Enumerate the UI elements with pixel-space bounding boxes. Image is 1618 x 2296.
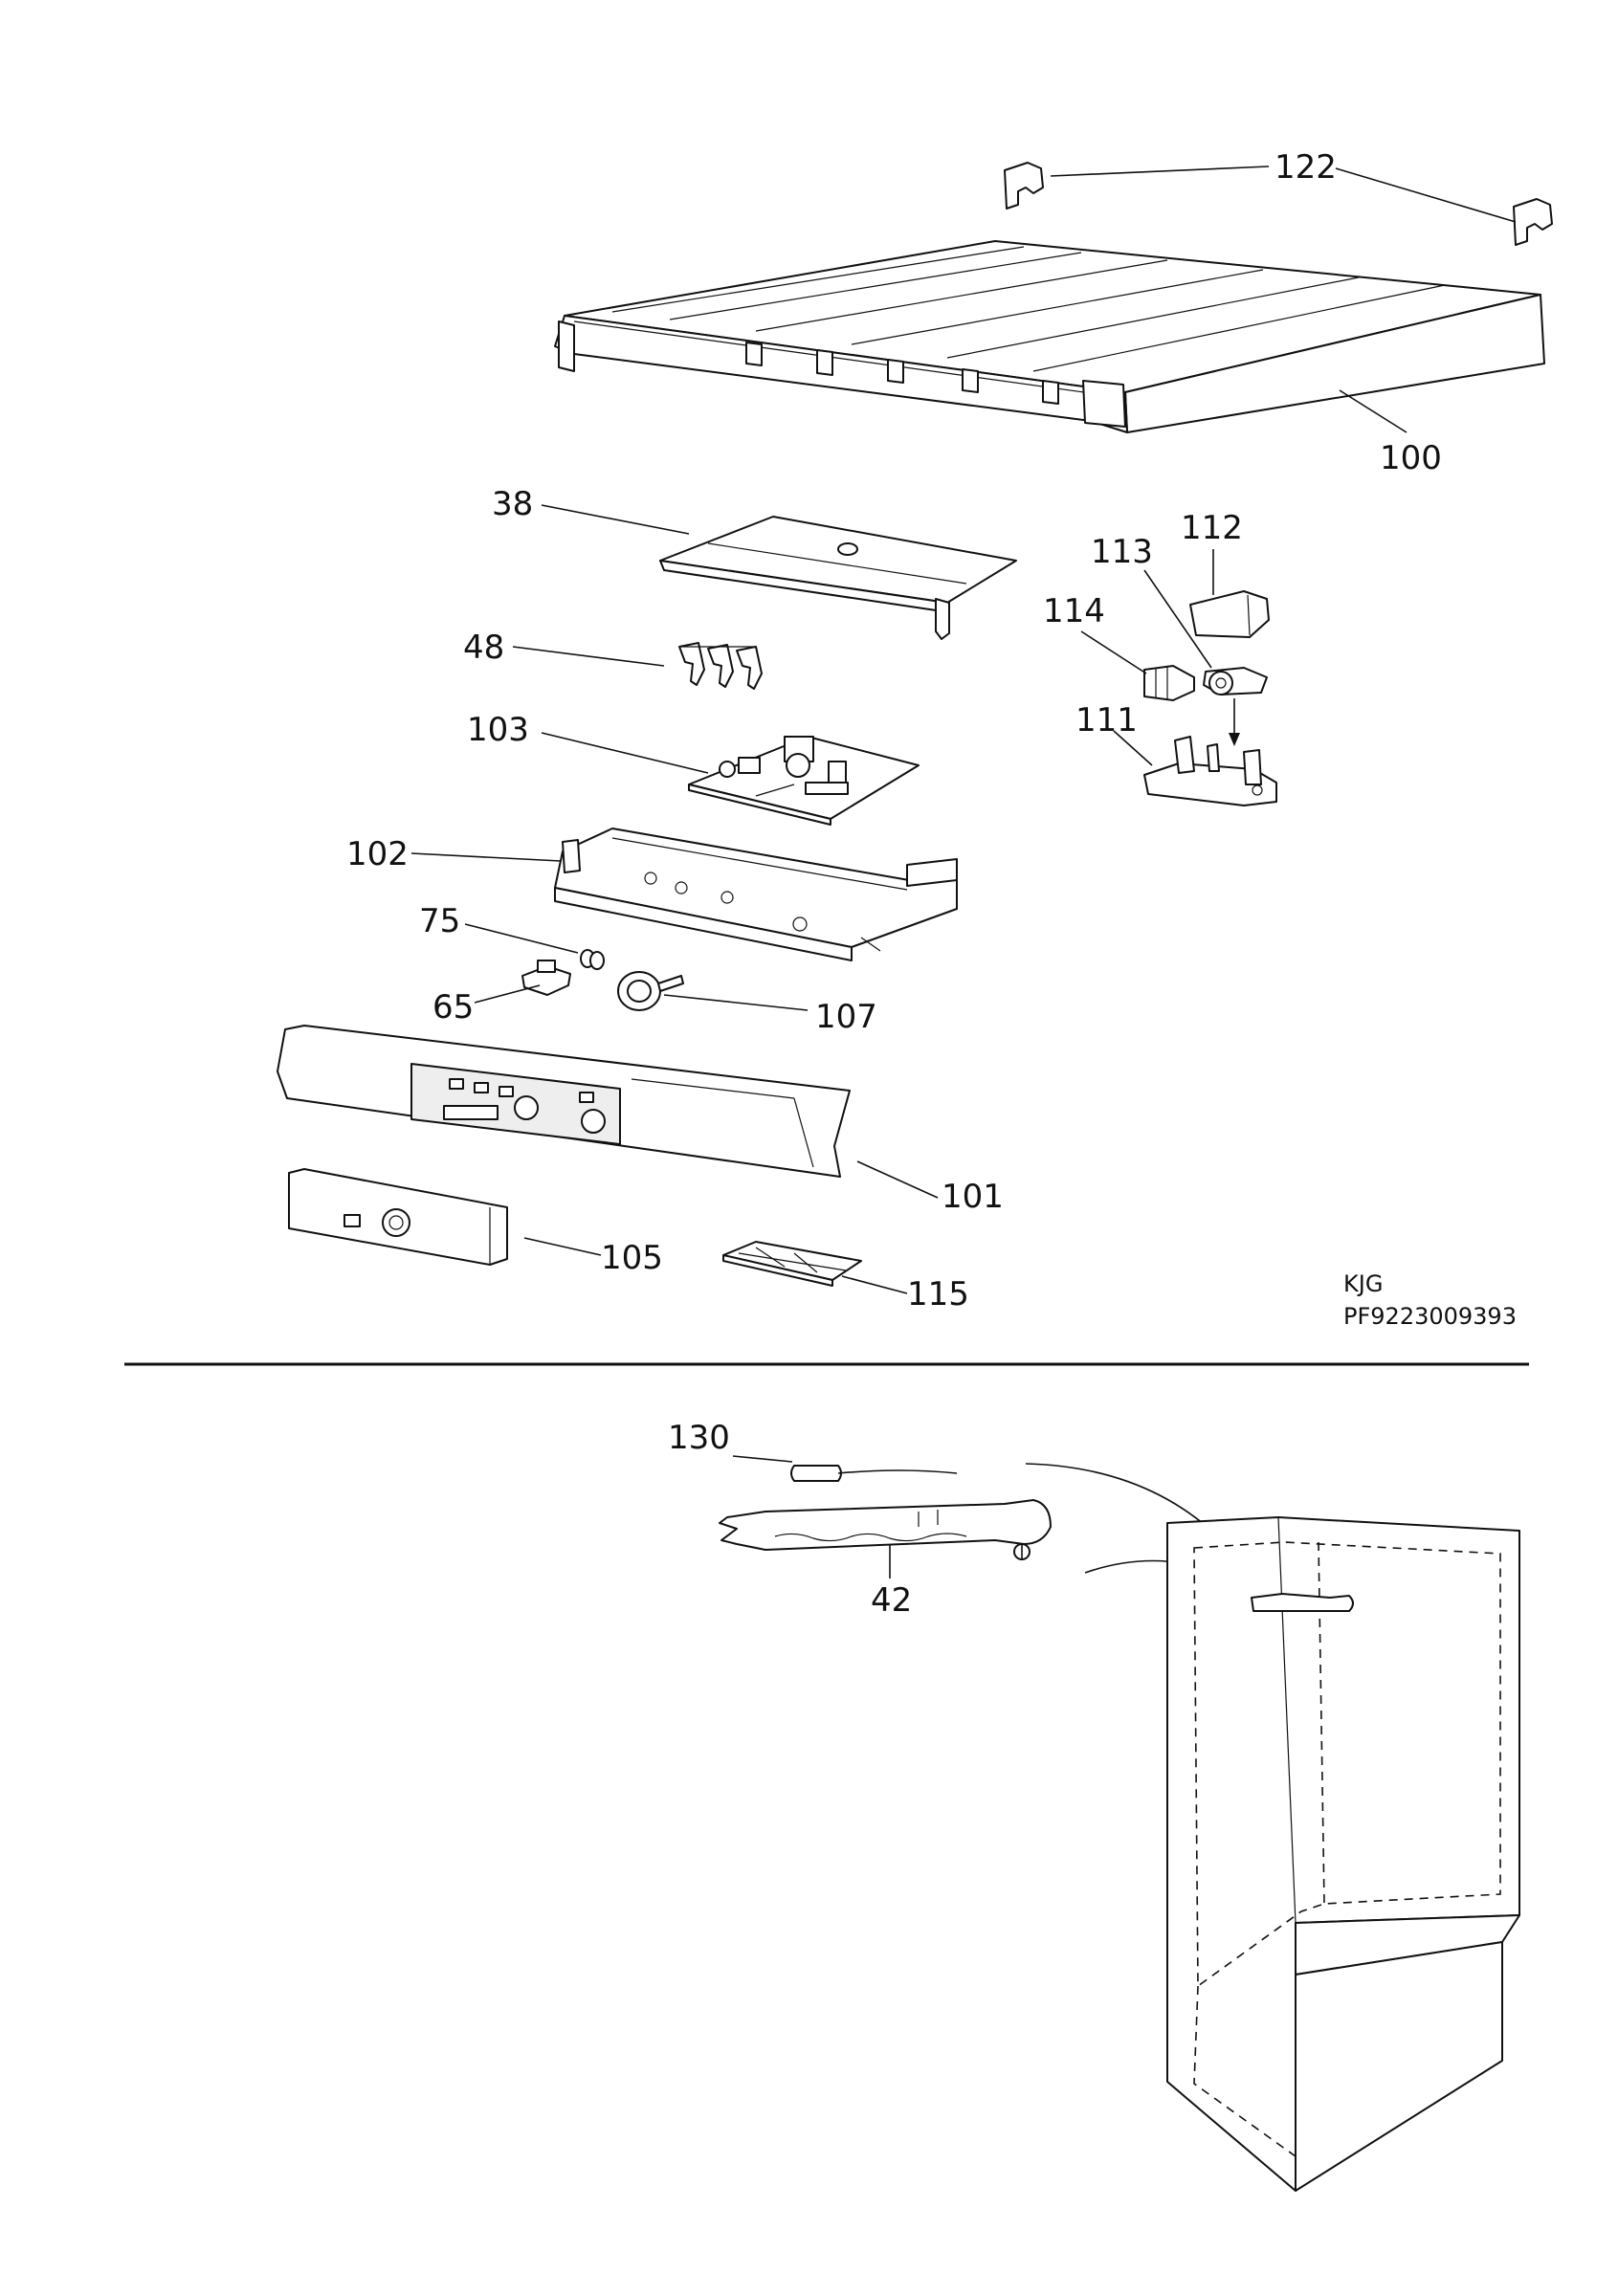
doc-code-line1: KJG [1343, 1270, 1383, 1297]
callout-111: 111 [1075, 701, 1138, 740]
callout-114: 114 [1043, 592, 1105, 630]
leader-75 [464, 923, 579, 954]
part-103-electronic-board [688, 736, 920, 826]
doc-code-line2: PF9223009393 [1343, 1303, 1517, 1330]
cabinet-housing [1166, 1516, 1520, 2192]
callout-105: 105 [601, 1239, 663, 1277]
leader-113 [1143, 569, 1212, 669]
callout-103: 103 [467, 711, 529, 749]
leader-103 [541, 732, 709, 774]
assembly-arrow-113-111 [1229, 698, 1240, 746]
leader-105 [523, 1237, 602, 1256]
part-42-lamp-holder [719, 1499, 1052, 1560]
part-130-sensor [790, 1465, 958, 1482]
part-38-cover-plate [659, 516, 1017, 640]
callout-115: 115 [907, 1275, 969, 1314]
part-112-hinge-cover [1189, 590, 1270, 638]
leader-107 [663, 994, 809, 1011]
part-102-frame [554, 828, 958, 961]
part-115-filter [722, 1241, 862, 1287]
callout-labels: 122 100 38 112 113 114 48 111 103 102 75… [346, 148, 1442, 1620]
part-113-pin-holder [1203, 667, 1268, 695]
part-122-caps [1004, 162, 1553, 246]
leader-100 [1339, 389, 1407, 433]
part-107-knob [617, 971, 684, 1011]
leader-114 [1080, 630, 1147, 674]
callout-100: 100 [1380, 439, 1442, 477]
part-65-switch [521, 960, 571, 996]
leader-65 [474, 984, 541, 1004]
part-100-top-cover [554, 240, 1545, 433]
leader-111 [1113, 730, 1153, 766]
callout-107: 107 [815, 998, 877, 1036]
callout-38: 38 [492, 485, 533, 523]
callout-75: 75 [419, 902, 460, 940]
part-114-bolt [1143, 665, 1195, 701]
callout-102: 102 [346, 835, 409, 873]
part-48-connectors [678, 642, 763, 690]
callout-122: 122 [1274, 148, 1337, 187]
callout-112: 112 [1181, 509, 1243, 547]
leader-115 [841, 1275, 908, 1294]
callout-130: 130 [668, 1419, 730, 1457]
leader-101 [856, 1160, 939, 1199]
callout-101: 101 [942, 1178, 1004, 1216]
callout-113: 113 [1091, 533, 1153, 571]
callout-65: 65 [432, 988, 474, 1027]
leader-130 [732, 1455, 793, 1463]
document-code: KJG PF9223009393 [1343, 1270, 1517, 1330]
part-101-control-panel [277, 1025, 851, 1178]
leader-48 [512, 646, 665, 667]
part-75-spring [580, 949, 605, 970]
part-105-small-fascia [288, 1168, 508, 1266]
leader-122 [1050, 166, 1517, 223]
leader-102 [410, 852, 562, 862]
leader-38 [541, 504, 690, 535]
callout-42: 42 [871, 1581, 912, 1620]
part-111-hinge-base [1143, 736, 1277, 806]
callout-48: 48 [463, 629, 504, 667]
